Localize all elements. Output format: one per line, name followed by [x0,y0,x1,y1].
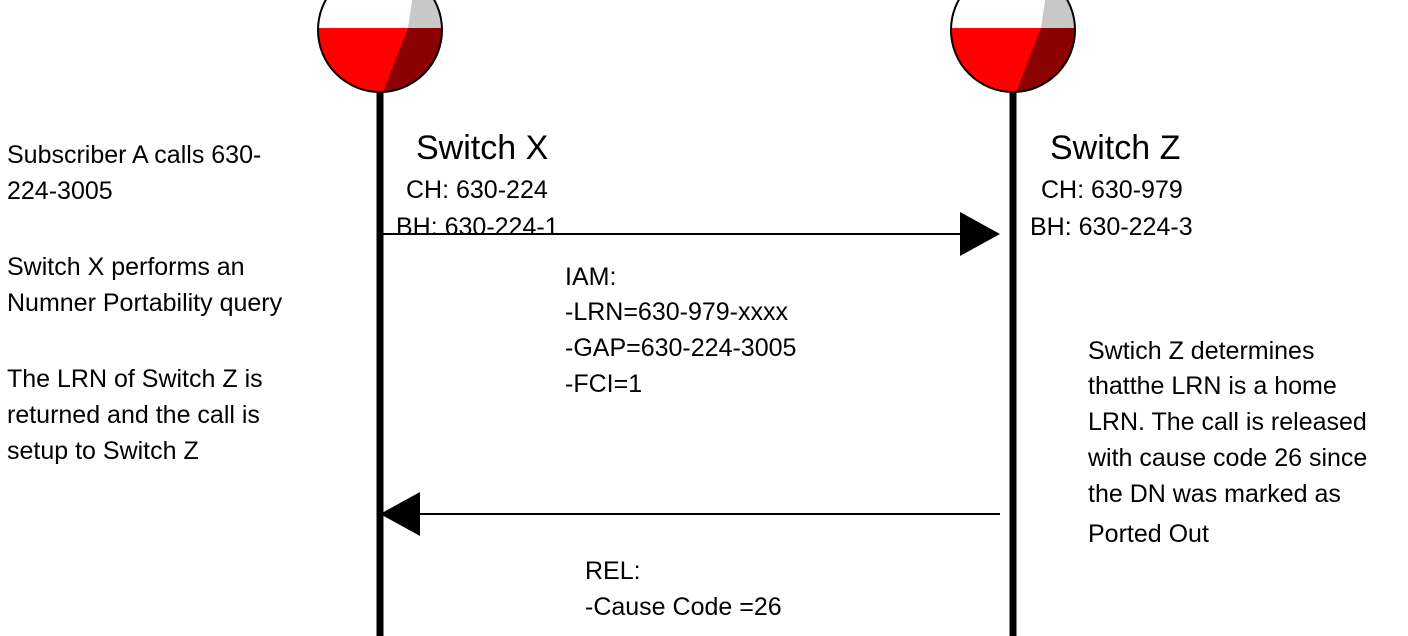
iam-arrow [380,212,1000,256]
note-line: Subscriber A calls 630- [7,141,262,169]
switch-z-bh: BH: 630-224-3 [1030,213,1193,241]
note-line: setup to Switch Z [7,437,199,465]
switch-z-title: Switch Z [1050,129,1181,167]
switch-x-ch: CH: 630-224 [406,176,548,204]
switch-x-node-icon [317,0,443,93]
note-line: the DN was marked as [1088,480,1341,508]
switch-x-title: Switch X [416,129,549,167]
note-line: Numner Portability query [7,289,283,317]
iam-line: -FCI=1 [565,370,643,398]
note-line: Swtich Z determines [1088,337,1315,365]
note-line: 224-3005 [7,177,113,205]
note-line: LRN. The call is released [1088,408,1367,436]
switch-z-node-icon [950,0,1076,93]
switch-x-bh: BH: 630-224-1 [396,213,559,241]
rel-line: -Cause Code =26 [585,593,782,621]
switch-z-ch: CH: 630-979 [1041,176,1183,204]
rel-arrow [380,492,1000,536]
note-line: with cause code 26 since [1088,444,1368,472]
note-line: thatthe LRN is a home [1088,372,1337,400]
note-line: The LRN of Switch Z is [7,365,263,393]
note-line: returned and the call is [7,401,260,429]
note-line: Ported Out [1088,520,1209,548]
rel-line: REL: [585,557,641,585]
note-line: Switch X performs an [7,253,245,281]
iam-line: -LRN=630-979-xxxx [565,298,789,326]
iam-line: -GAP=630-224-3005 [565,334,797,362]
iam-line: IAM: [565,263,617,291]
